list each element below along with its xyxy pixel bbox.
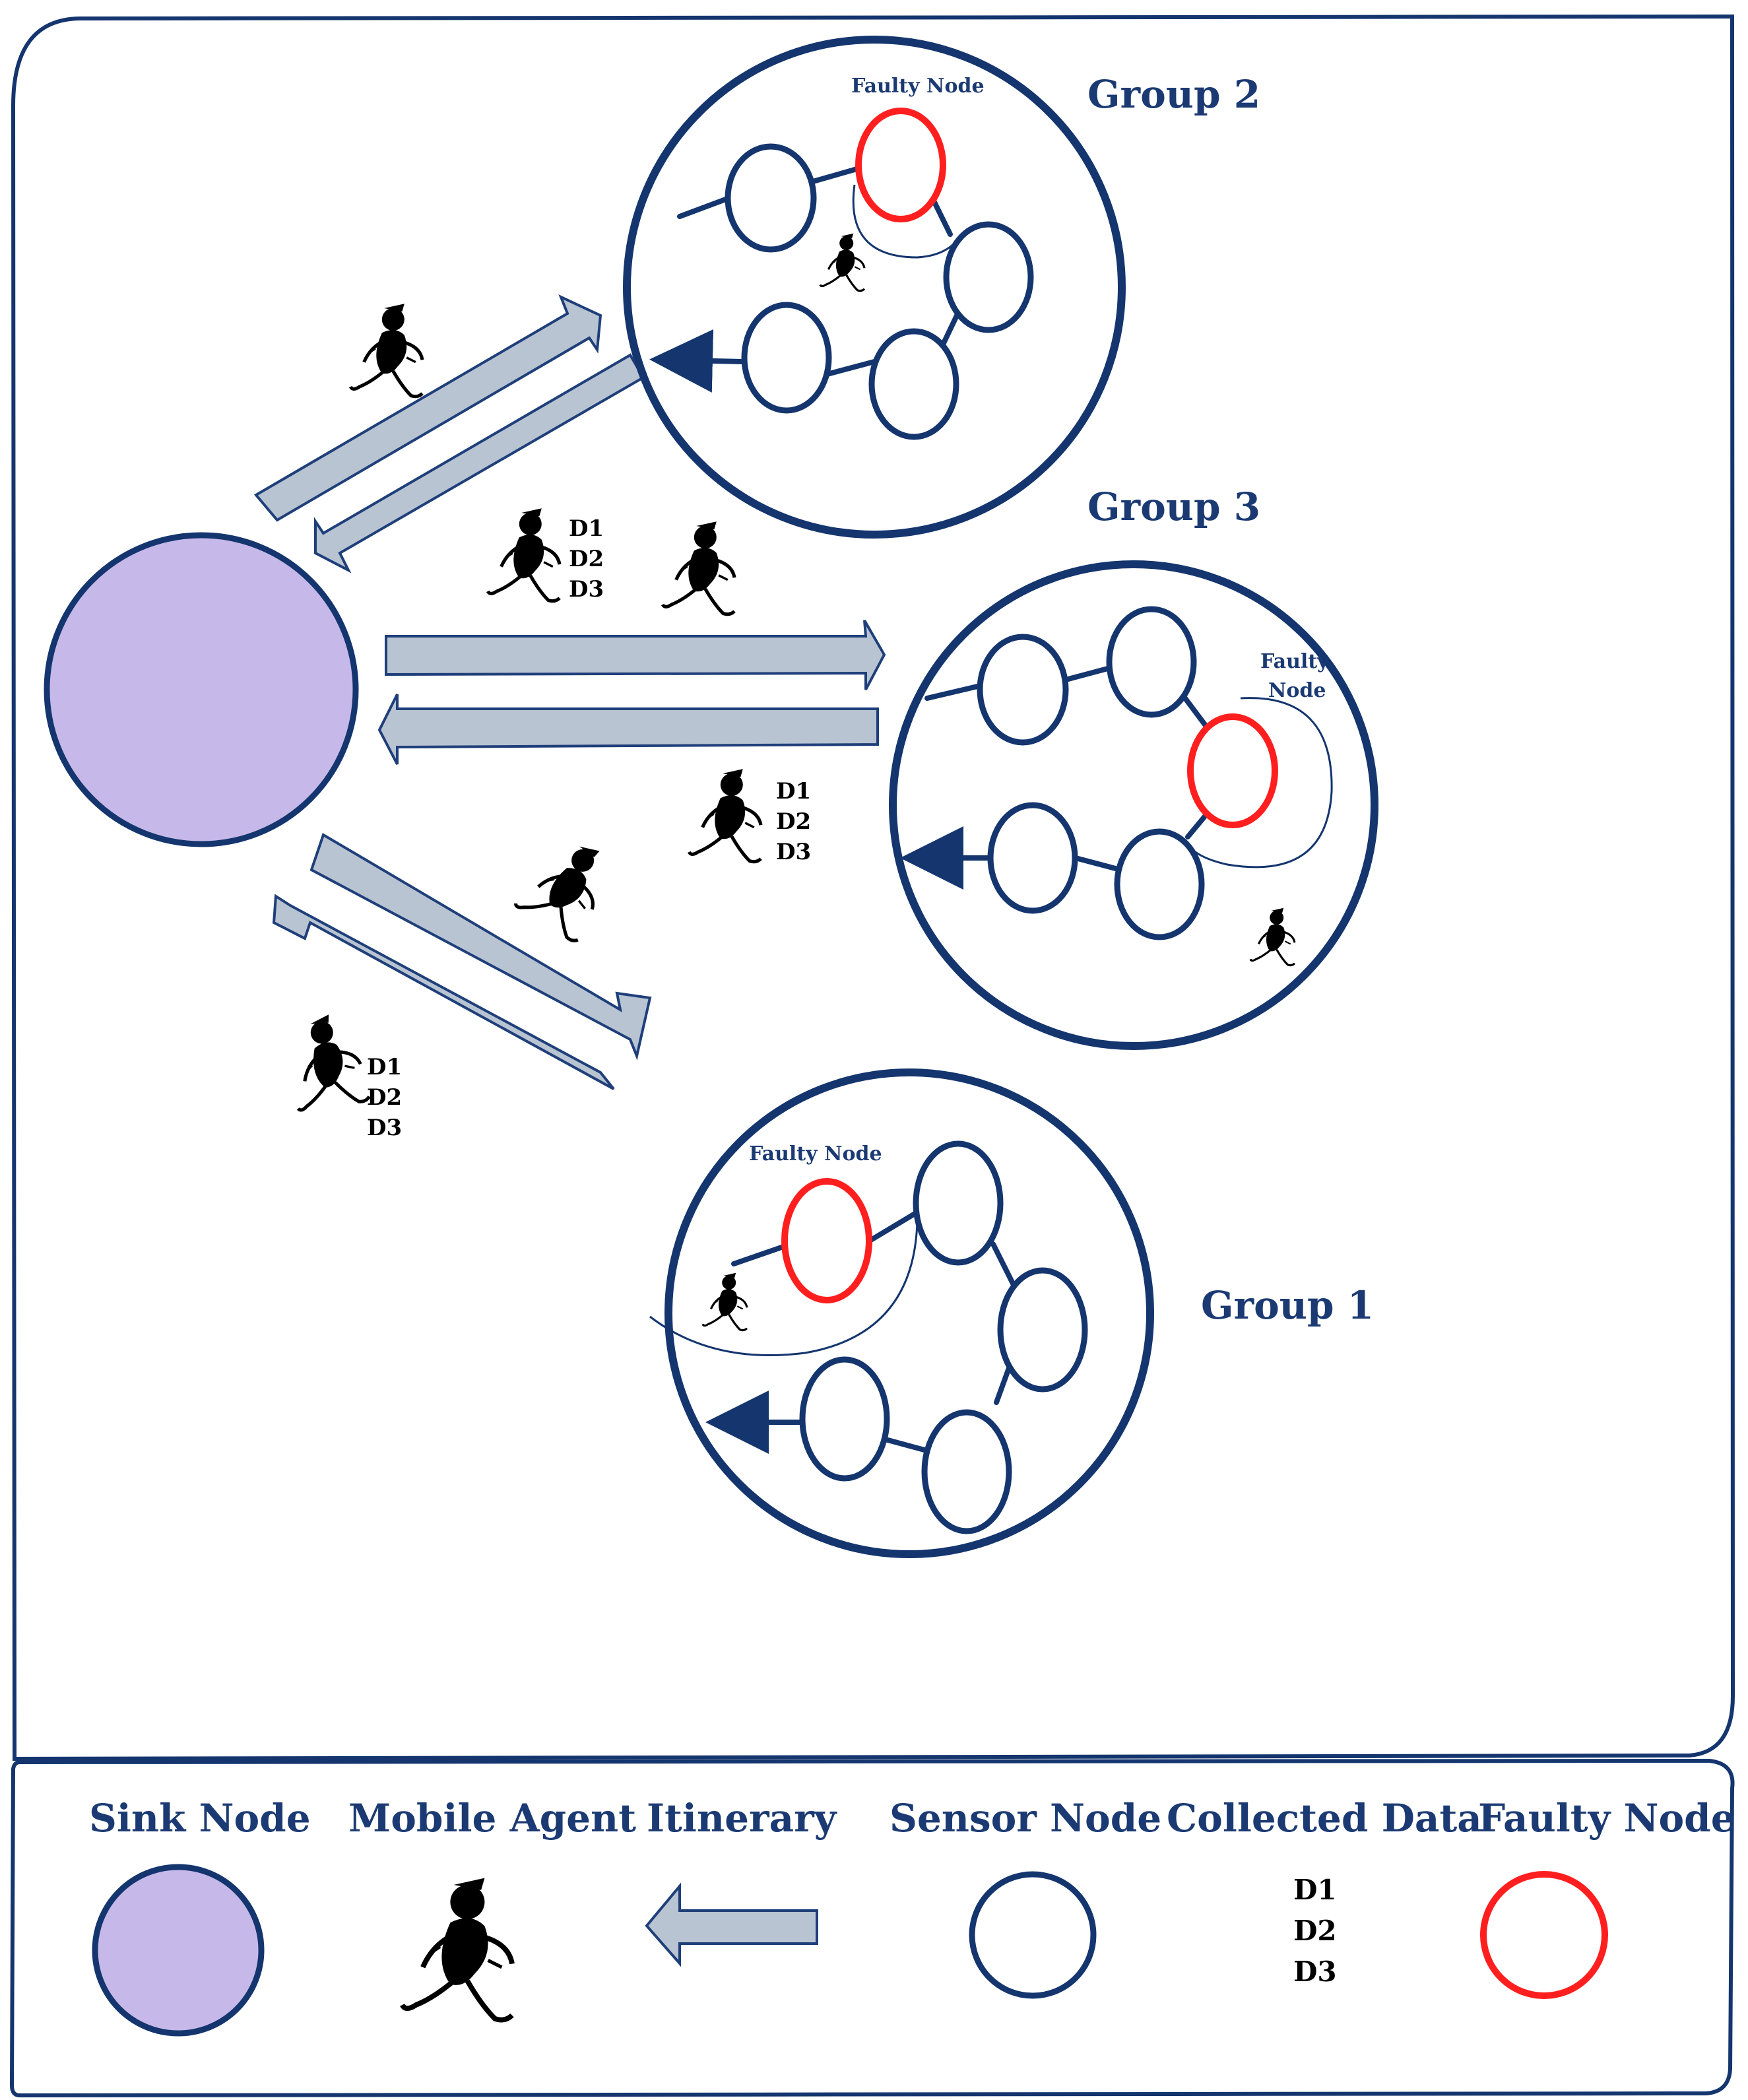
sensor-node	[1106, 606, 1197, 718]
legend-itinerary-arrow-icon	[645, 1882, 818, 1967]
sensor-node	[868, 328, 959, 440]
legend-collected-data-label: Collected Data	[1167, 1796, 1482, 1841]
legend-collected-data-items: D1 D2 D3	[1293, 1874, 1337, 1988]
svg-text:D1: D1	[776, 778, 811, 804]
sensor-node	[943, 221, 1034, 333]
mobile-agent-icon	[511, 828, 616, 942]
legend-faulty-node-label: Faulty Node	[1478, 1796, 1735, 1841]
itinerary-arrow-from-group3	[377, 694, 879, 765]
itinerary-arrow-to-group2	[253, 294, 602, 522]
faulty-node-label-line1: Faulty	[1260, 650, 1330, 673]
sensor-node	[1114, 828, 1205, 940]
collected-data-label: D1 D2 D3	[367, 1054, 402, 1141]
mobile-agent-icon	[689, 769, 761, 862]
group-1: Group 1 Faulty Node	[649, 1068, 1374, 1558]
faulty-node	[855, 108, 946, 222]
itinerary-arrow-to-group3	[385, 620, 886, 690]
svg-text:D2: D2	[776, 808, 811, 835]
sensor-node	[741, 302, 832, 414]
sensor-node	[987, 802, 1078, 914]
itinerary-arrow-from-group1	[272, 894, 615, 1090]
faulty-node	[781, 1178, 872, 1303]
sink-node	[44, 532, 359, 847]
legend-mobile-agent-label: Mobile Agent	[348, 1796, 636, 1841]
faulty-node	[1187, 713, 1278, 828]
legend-itinerary-label: Itinerary	[647, 1796, 838, 1841]
legend-sink-node-label: Sink Node	[89, 1796, 311, 1841]
sensor-node	[725, 143, 817, 253]
faulty-node-label: Faulty Node	[851, 75, 985, 98]
svg-text:D2: D2	[367, 1084, 402, 1111]
group-title: Group 1	[1201, 1283, 1374, 1328]
sensor-node	[921, 1409, 1012, 1534]
legend: Sink Node Mobile Agent Itinerary Sensor …	[89, 1796, 1735, 2037]
svg-text:D1: D1	[569, 515, 604, 542]
svg-text:D1: D1	[367, 1054, 402, 1080]
svg-text:D2: D2	[569, 546, 604, 572]
faulty-node-label: Faulty Node	[749, 1142, 882, 1165]
svg-text:D1: D1	[1293, 1874, 1337, 1906]
itinerary-arrow-to-group1	[309, 833, 652, 1061]
group-title: Group 2	[1087, 72, 1260, 117]
svg-text:D3: D3	[1293, 1955, 1337, 1988]
itinerary-arrow-from-group2	[314, 353, 645, 574]
group-2: Group 2 Faulty Node	[623, 36, 1260, 539]
legend-sensor-node-label: Sensor Node	[890, 1796, 1161, 1841]
collected-data-label: D1 D2 D3	[569, 515, 604, 603]
sensor-node	[913, 1140, 1004, 1266]
svg-text:D2: D2	[1293, 1915, 1337, 1947]
sensor-node	[997, 1267, 1088, 1393]
collected-data-label: D1 D2 D3	[776, 778, 811, 865]
mobile-agent-icon	[488, 508, 560, 601]
mobile-agent-icon	[350, 304, 422, 397]
legend-frame	[9, 1758, 1735, 2098]
mobile-agent-icon	[663, 521, 734, 614]
group-title: Group 3	[1087, 484, 1260, 529]
legend-faulty-node-icon	[1480, 1871, 1608, 1999]
main-frame	[11, 14, 1735, 1761]
legend-mobile-agent-icon	[403, 1878, 512, 2020]
group-boundary	[664, 1068, 1154, 1558]
sensor-node	[799, 1356, 890, 1482]
faulty-node-label-line2: Node	[1268, 679, 1326, 702]
group-3: Group 3 Faulty Node	[889, 484, 1378, 1050]
svg-text:D3: D3	[569, 576, 604, 603]
legend-sink-node-icon	[92, 1864, 265, 2037]
svg-text:D3: D3	[776, 839, 811, 865]
legend-sensor-node-icon	[969, 1871, 1097, 1999]
sensor-node	[977, 634, 1069, 746]
svg-text:D3: D3	[367, 1115, 402, 1141]
group-boundary	[623, 36, 1126, 539]
mobile-agent-icon	[276, 1010, 370, 1118]
